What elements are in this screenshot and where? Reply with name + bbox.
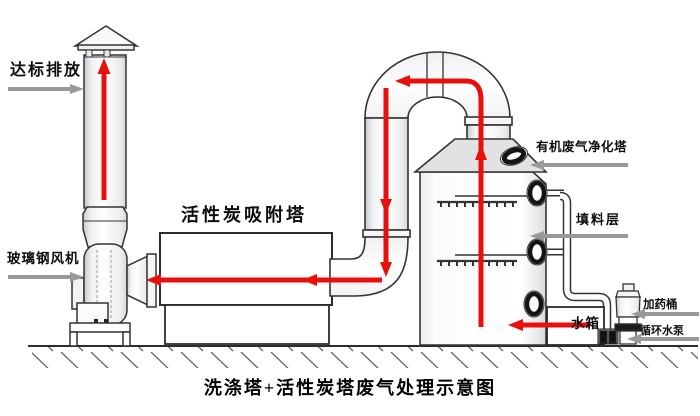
manhole-port (523, 290, 545, 318)
label-dosing-barrel: 加药桶 (643, 299, 678, 311)
flow-arrow-arch-top-left (395, 75, 484, 101)
pointer-emission (8, 84, 84, 94)
diagram-caption: 洗涤塔+活性炭塔废气处理示意图 (203, 378, 497, 398)
label-arrows (8, 84, 699, 344)
flow-arrow-up-stack (97, 58, 111, 200)
dosing-barrel (614, 283, 642, 345)
flow-arrow-tank (508, 319, 590, 331)
label-packing-layer: 填料层 (576, 212, 622, 227)
label-carbon-tower: 活性炭吸附塔 (181, 205, 307, 225)
flow-arrow-to-fan (146, 274, 382, 286)
pointer-pump (627, 334, 699, 344)
ground (28, 345, 698, 368)
circulating-pump (597, 328, 619, 345)
label-fan: 玻璃钢风机 (7, 251, 80, 266)
flow-arrow-up-scrubber (475, 97, 487, 327)
frp-fan (69, 206, 157, 347)
circulation-pipe (559, 191, 612, 330)
hood-port (500, 146, 528, 166)
label-emission: 达标排放 (10, 62, 83, 79)
flow-arrow-down-left-leg (380, 88, 392, 277)
pointer-scrubber (530, 160, 628, 170)
flow-arrows (97, 58, 590, 331)
carbon-adsorption-tower (159, 232, 333, 345)
label-water-tank: 水箱 (571, 316, 600, 331)
pointer-packing (530, 231, 628, 241)
spray-header (437, 179, 564, 207)
pointer-dosing (631, 309, 699, 319)
label-circulating-pump: 循环水泵 (640, 325, 684, 337)
pointer-fan (8, 272, 84, 282)
label-scrubber-tower: 有机废气净化塔 (536, 140, 628, 154)
